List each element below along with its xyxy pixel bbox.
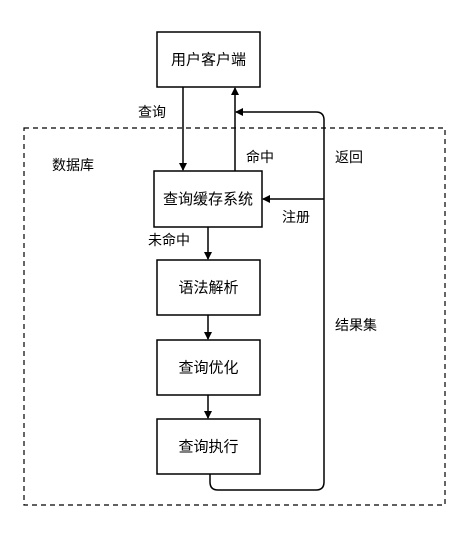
node-optimize-label: 查询优化	[178, 359, 238, 377]
node-execute-label: 查询执行	[178, 438, 238, 456]
node-client-label: 用户客户端	[171, 51, 246, 69]
edge-miss-label: 未命中	[148, 232, 190, 249]
edge-result-set	[209, 108, 325, 491]
node-optimize: 查询优化	[156, 339, 261, 396]
node-parse-label: 语法解析	[178, 279, 238, 297]
node-cache: 查询缓存系统	[153, 170, 263, 228]
node-client: 用户客户端	[156, 31, 261, 88]
edge-query-label: 查询	[138, 105, 166, 121]
node-cache-label: 查询缓存系统	[163, 190, 253, 208]
edge-result-set-label: 结果集	[335, 317, 377, 334]
edge-register-label: 注册	[282, 210, 310, 226]
node-execute: 查询执行	[156, 418, 261, 475]
node-parse: 语法解析	[156, 259, 261, 316]
edge-hit-label: 命中	[246, 149, 274, 166]
edge-return-label: 返回	[335, 150, 363, 166]
database-label: 数据库	[52, 158, 94, 174]
